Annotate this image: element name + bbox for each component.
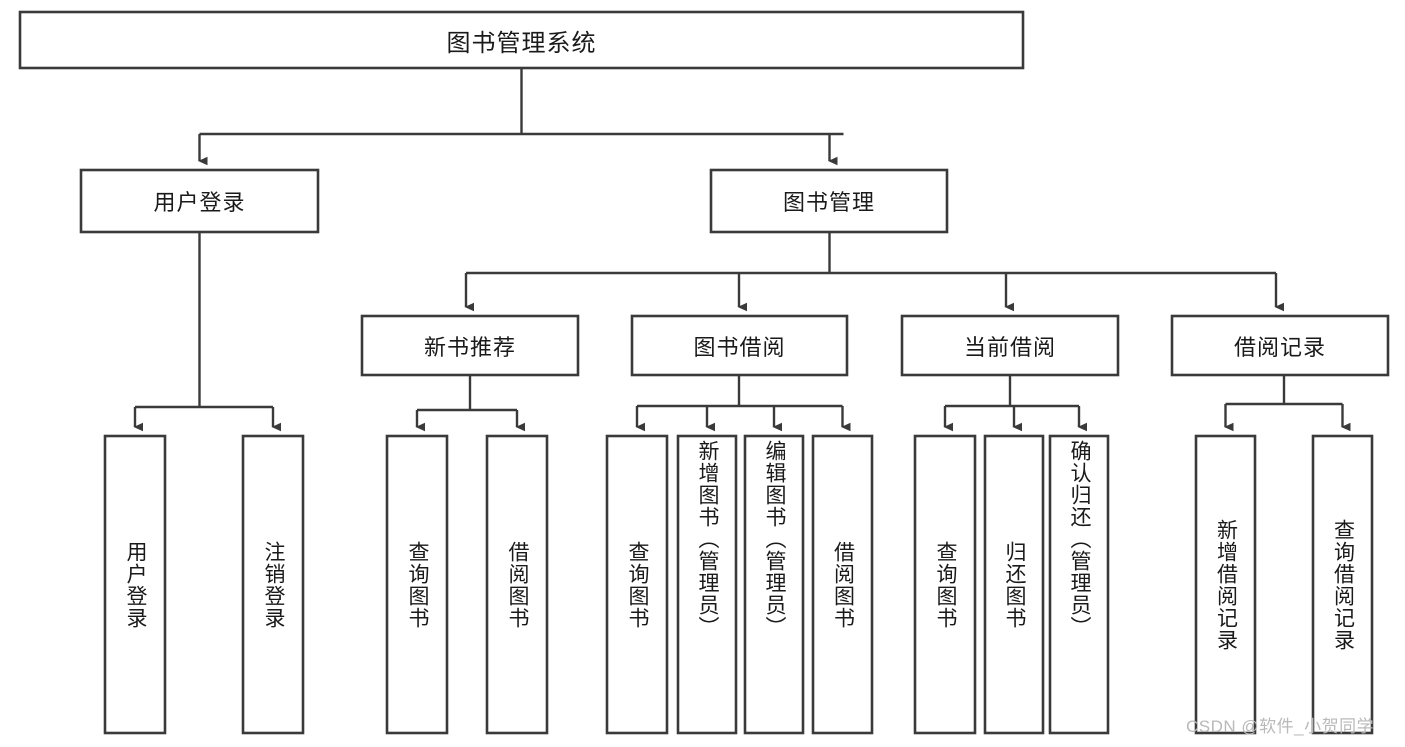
connector-group-user-login-to-leaves bbox=[133, 232, 282, 432]
connector-group-new-book-recommend-to-leaves bbox=[415, 375, 526, 432]
node-box-leaf-query-books-recommend[interactable] bbox=[385, 434, 449, 735]
node-box-leaf-return-books[interactable] bbox=[983, 434, 1045, 735]
node-box-system-root[interactable] bbox=[18, 10, 1025, 70]
node-box-leaf-query-books-current[interactable] bbox=[913, 434, 977, 735]
connector-group-book-management-to-level3 bbox=[464, 232, 1285, 312]
node-box-book-management[interactable] bbox=[709, 168, 949, 234]
connector-group-current-borrow-to-leaves bbox=[943, 375, 1088, 432]
node-box-leaf-query-borrow-record[interactable] bbox=[1311, 434, 1374, 735]
node-box-leaf-query-books-borrow[interactable] bbox=[605, 434, 669, 735]
csdn-watermark: CSDN @软件_小贺同学 bbox=[1186, 717, 1375, 736]
node-box-book-borrow[interactable] bbox=[630, 314, 849, 377]
node-box-leaf-edit-book-admin[interactable] bbox=[743, 434, 805, 735]
node-box-current-borrow[interactable] bbox=[900, 314, 1120, 377]
node-box-leaf-add-book-admin[interactable] bbox=[676, 434, 738, 735]
connector-group-borrow-record-to-leaves bbox=[1224, 375, 1351, 432]
node-box-leaf-logout-login[interactable] bbox=[241, 434, 305, 735]
connector-group-book-borrow-to-leaves bbox=[635, 375, 851, 432]
node-box-new-book-recommend[interactable] bbox=[360, 314, 580, 377]
node-box-leaf-user-login[interactable] bbox=[103, 434, 167, 735]
node-box-borrow-record[interactable] bbox=[1170, 314, 1390, 377]
node-box-leaf-borrow-books-recommend[interactable] bbox=[485, 434, 549, 735]
node-box-leaf-confirm-return-admin[interactable] bbox=[1048, 434, 1110, 735]
node-box-leaf-borrow-books-borrow[interactable] bbox=[811, 434, 874, 735]
node-box-user-login[interactable] bbox=[79, 168, 320, 234]
node-box-leaf-add-borrow-record[interactable] bbox=[1194, 434, 1257, 735]
connector-group-root-to-level2 bbox=[198, 68, 844, 166]
